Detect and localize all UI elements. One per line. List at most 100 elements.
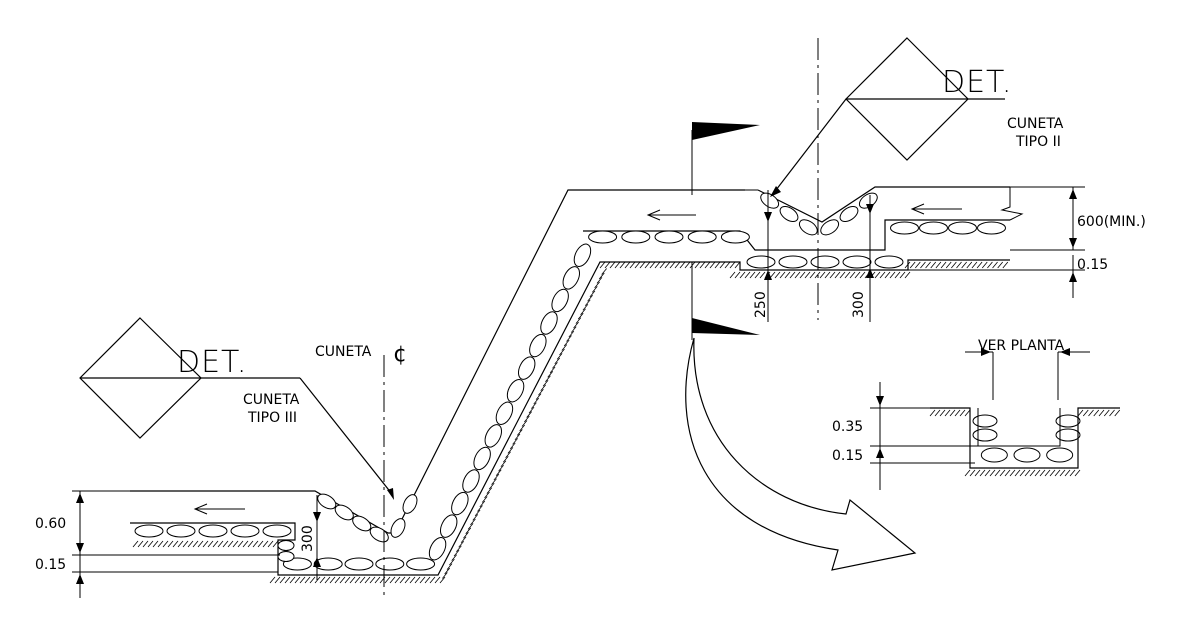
flag-icon <box>692 122 760 140</box>
hatch-stroke <box>941 262 946 268</box>
hatch-stroke <box>967 262 972 268</box>
stone <box>537 309 560 337</box>
hatch-stroke <box>1020 470 1025 476</box>
hatch-stroke <box>529 407 534 413</box>
hatch-stroke <box>340 577 345 583</box>
hatch-stroke <box>515 434 520 440</box>
dimension-600-label: 600(MIN.) <box>1077 214 1146 230</box>
hatch-stroke <box>420 577 425 583</box>
stone <box>278 541 294 551</box>
hatch-stroke <box>920 262 925 268</box>
hatch-stroke <box>375 577 380 583</box>
hatch-stroke <box>965 410 970 416</box>
hatch-stroke <box>1045 470 1050 476</box>
hatch-stroke <box>592 286 597 292</box>
hatch-stroke <box>494 474 499 480</box>
hatch-stroke <box>880 272 885 278</box>
hatch-stroke <box>576 318 581 324</box>
hatch-stroke <box>270 577 275 583</box>
hatch-stroke <box>442 573 447 579</box>
detail-label-top: DET. <box>942 65 1012 100</box>
stone <box>315 491 338 512</box>
hatch-stroke <box>513 438 518 444</box>
hatch-stroke <box>625 262 630 268</box>
stone <box>504 377 527 405</box>
hatch-stroke <box>730 272 735 278</box>
stone <box>747 256 775 268</box>
hatch-stroke <box>168 541 173 547</box>
hatch-stroke <box>780 272 785 278</box>
hatch-stroke <box>449 559 454 565</box>
hatch-stroke <box>650 262 655 268</box>
stone <box>973 415 997 427</box>
stone <box>777 203 800 224</box>
hatch-stroke <box>785 272 790 278</box>
hatch-stroke <box>461 537 466 543</box>
stone <box>350 513 373 534</box>
stone <box>797 217 820 238</box>
hatch-stroke <box>1005 470 1010 476</box>
hatch-stroke <box>496 470 501 476</box>
hatch-stroke <box>477 505 482 511</box>
hatch-stroke <box>1030 470 1035 476</box>
hatch-stroke <box>951 262 956 268</box>
hatch-stroke <box>285 577 290 583</box>
hatch-stroke <box>463 532 468 538</box>
hatch-stroke <box>760 272 765 278</box>
stone <box>1056 415 1080 427</box>
hatch-stroke <box>499 465 504 471</box>
hatch-stroke <box>510 443 515 449</box>
hatch-stroke <box>569 331 574 337</box>
stone <box>589 231 617 243</box>
dimension-300-top-label: 300 <box>851 291 867 318</box>
hatch-stroke <box>655 262 660 268</box>
stone <box>199 525 227 537</box>
channel-detail <box>870 348 1120 490</box>
hatch-stroke <box>541 385 546 391</box>
hatch-stroke <box>600 262 605 268</box>
stone <box>1047 448 1073 462</box>
hatch-stroke <box>1040 470 1045 476</box>
hatch-stroke <box>258 541 263 547</box>
detail-bubble-left <box>79 317 394 500</box>
hatch-stroke <box>571 327 576 333</box>
hatch-stroke <box>538 389 543 395</box>
hatch-stroke <box>173 541 178 547</box>
stone <box>167 525 195 537</box>
hatch-stroke <box>480 501 485 507</box>
hatch-stroke <box>562 344 567 350</box>
hatch-stroke <box>290 577 295 583</box>
stone <box>549 287 572 315</box>
hatch-stroke <box>280 577 285 583</box>
hatch-stroke <box>775 272 780 278</box>
hatch-stroke <box>599 273 604 279</box>
hatch-stroke <box>218 541 223 547</box>
hatch-stroke <box>830 272 835 278</box>
hatch-stroke <box>665 262 670 268</box>
hatch-stroke <box>489 483 494 489</box>
stone <box>1056 429 1080 441</box>
hatch-stroke <box>605 262 610 268</box>
hatch-stroke <box>555 358 560 364</box>
stone <box>981 448 1007 462</box>
hatch-stroke <box>430 577 435 583</box>
flow-arrow-right <box>912 204 962 214</box>
flow-arrow-left <box>195 504 245 514</box>
stone <box>655 231 683 243</box>
hatch-stroke <box>835 272 840 278</box>
stone <box>526 332 549 360</box>
stone <box>875 256 903 268</box>
hatch-stroke <box>1078 410 1083 416</box>
hatch-stroke <box>253 541 258 547</box>
hatch-stroke <box>675 262 680 268</box>
hatch-stroke <box>355 577 360 583</box>
stone <box>571 241 594 269</box>
stone <box>231 525 259 537</box>
hatch-stroke <box>890 272 895 278</box>
hatch-stroke <box>770 272 775 278</box>
hatch-stroke <box>670 262 675 268</box>
hatch-stroke <box>517 429 522 435</box>
hatch-stroke <box>578 313 583 319</box>
stone <box>333 502 356 523</box>
